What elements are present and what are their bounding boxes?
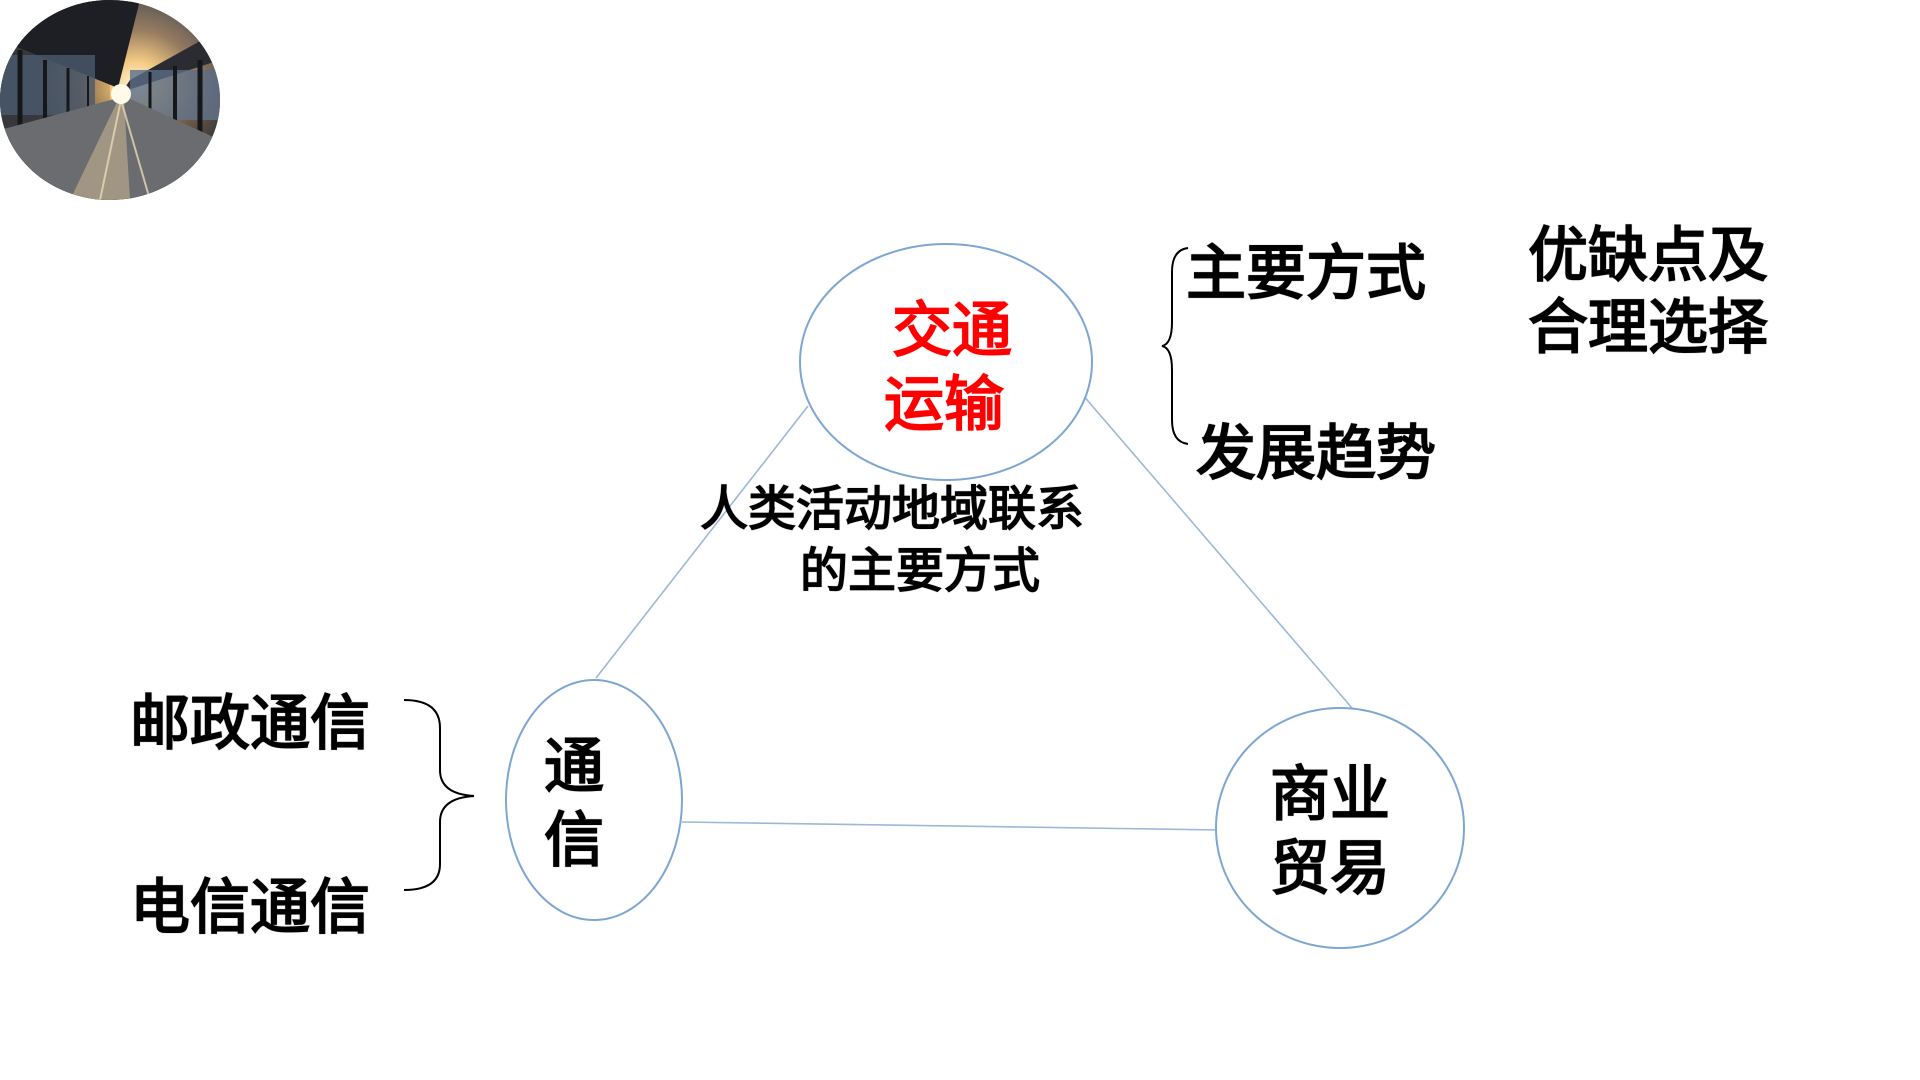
edge-transport-communication — [595, 405, 809, 679]
trade-node-label: 商业 贸易 — [1270, 758, 1390, 906]
pros-cons-label: 优缺点及 合理选择 — [1528, 220, 1768, 364]
communication-line1: 通 — [544, 732, 604, 802]
trade-line1: 商业 — [1270, 760, 1390, 830]
center-label-line2: 的主要方式 — [800, 543, 1041, 599]
pros-cons-line1: 优缺点及 — [1528, 221, 1768, 291]
telecom-label: 电信通信 — [130, 873, 370, 943]
pros-cons-line2: 合理选择 — [1528, 293, 1768, 363]
communication-brace — [403, 699, 475, 891]
center-label: 人类活动地域联系 的主要方式 — [700, 478, 1084, 602]
communication-node-label: 通 信 — [544, 730, 604, 878]
railway-corridor-photo — [0, 0, 220, 200]
transport-node-label: 交通 运输 — [880, 294, 1012, 442]
transport-line2: 运输 — [884, 370, 1004, 440]
center-label-line1: 人类活动地域联系 — [700, 481, 1085, 537]
transport-node — [799, 243, 1093, 481]
trends-label: 发展趋势 — [1196, 419, 1436, 489]
transport-brace — [1161, 247, 1189, 445]
postal-label: 邮政通信 — [130, 689, 370, 759]
transport-line1: 交通 — [892, 296, 1012, 366]
communication-node — [505, 679, 683, 921]
communication-line2: 信 — [544, 806, 604, 876]
edge-communication-trade — [681, 821, 1221, 831]
edge-transport-trade — [1081, 393, 1353, 709]
trade-line2: 贸易 — [1270, 834, 1390, 904]
main-modes-label: 主要方式 — [1186, 239, 1426, 309]
trade-node — [1215, 707, 1465, 949]
